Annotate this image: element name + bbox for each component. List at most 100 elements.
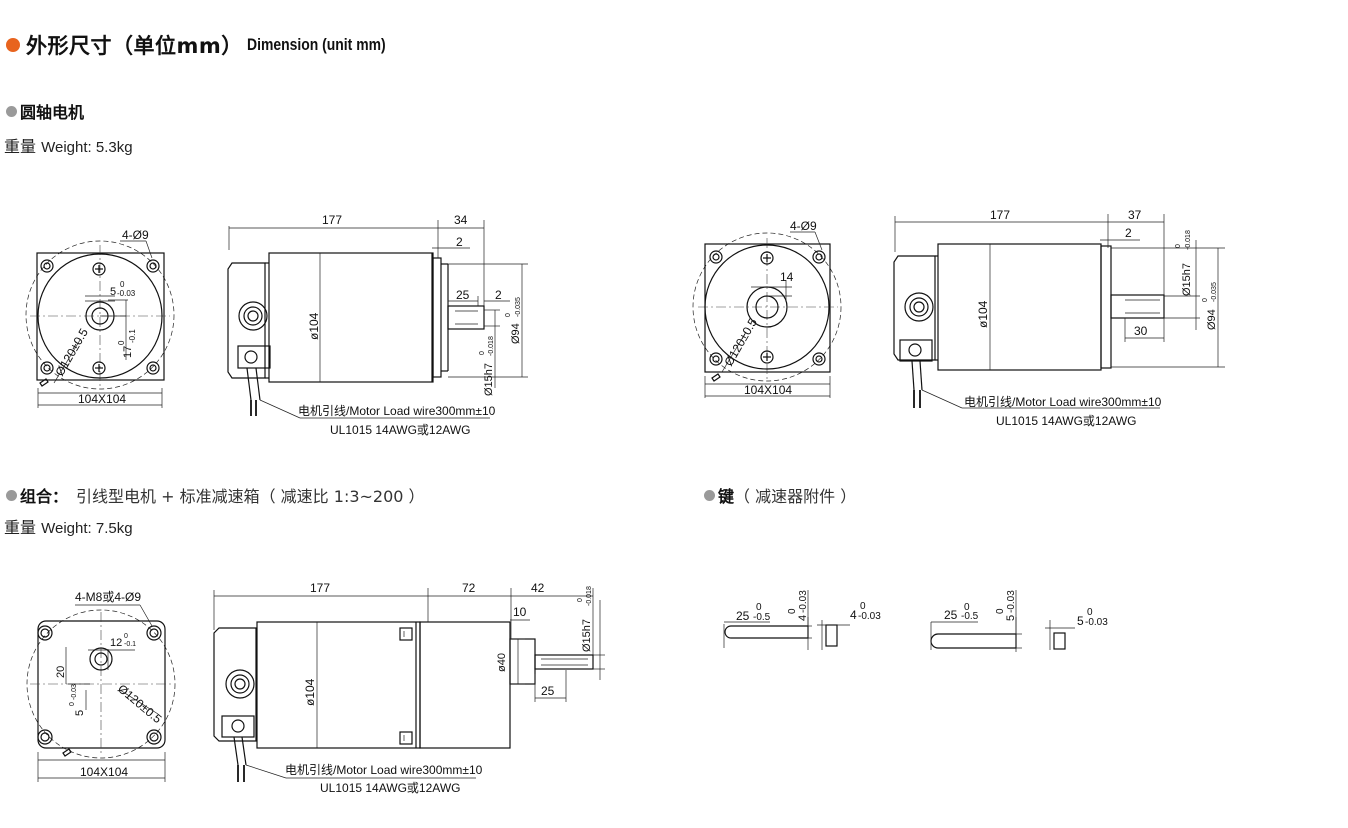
d1-keyh-tol-bot: -0.1 xyxy=(128,329,137,343)
d1-pilot-tol-bot: -0.035 xyxy=(515,297,522,317)
page-title-en: Dimension (unit mm) xyxy=(246,35,386,54)
d3-key-w-tol-bot: -0.03 xyxy=(71,684,78,700)
d3-len-shaft: 42 xyxy=(531,581,545,595)
d1-pilot-tol-top: 0 xyxy=(505,313,512,317)
d3-front-view xyxy=(26,604,176,782)
key2-t-tol-bot: -0.03 xyxy=(1085,617,1108,628)
d3-key-w: 5 xyxy=(74,710,86,716)
key1-w: 4 xyxy=(797,615,809,621)
d2-pilot-tol-bot: -0.035 xyxy=(1211,282,1218,302)
key2-w-tol-top: 0 xyxy=(995,608,1006,614)
d3-len-body: 177 xyxy=(310,581,330,595)
d2-frame-label: 104X104 xyxy=(744,383,792,397)
d2-key-len: 30 xyxy=(1134,324,1148,338)
d2-circle-label: Ø120±0.5 xyxy=(721,316,760,369)
key2-len: 25 xyxy=(944,608,958,622)
d1-keyh-tol-top: 0 xyxy=(117,340,126,345)
key2-len-tol-top: 0 xyxy=(964,602,970,613)
key2-len-tol-bot: -0.5 xyxy=(961,611,979,622)
bullet-icon xyxy=(704,489,715,501)
d3-frame-label: 104X104 xyxy=(80,765,128,779)
d1-gap: 2 xyxy=(456,235,463,249)
d1-shaft-tol-bot: -0.018 xyxy=(488,336,495,356)
d1-keyw-tol-top: 0 xyxy=(120,280,125,289)
d3-wire-line2: UL1015 14AWG或12AWG xyxy=(320,781,461,795)
key1-len: 25 xyxy=(736,609,750,623)
d2-front-view xyxy=(692,231,842,398)
key1-t-tol-top: 0 xyxy=(860,601,866,612)
d3-shaft: Ø15h7 xyxy=(581,619,593,652)
d2-pilot-tol-top: 0 xyxy=(1202,298,1209,302)
d3-offset: 20 xyxy=(55,666,67,678)
d2-shaft-tol-bot: -0.018 xyxy=(1185,230,1192,250)
d2-gap: 2 xyxy=(1125,226,1132,240)
d2-key-dim: 14 xyxy=(780,270,794,284)
page-title-cn: 外形尺寸（单位mm） xyxy=(26,34,243,58)
d1-pilot: Ø94 xyxy=(510,323,522,344)
d1-key-gap: 2 xyxy=(495,288,502,302)
d3-key-len: 25 xyxy=(541,684,555,698)
d3-flange: 10 xyxy=(513,605,527,619)
bullet-icon xyxy=(6,489,17,501)
weight-value: Weight: 7.5kg xyxy=(41,520,133,537)
d1-holes-label: 4-Ø9 xyxy=(122,228,149,242)
key1-w-tol-bot: -0.03 xyxy=(798,590,809,613)
d3-key-w-tol-top: 0 xyxy=(69,702,76,706)
d3-key-dim: 12 xyxy=(110,637,122,649)
d3-shaft-tol-top: 0 xyxy=(577,598,584,602)
key-5mm-drawing xyxy=(930,590,1075,652)
section-combo: 组合： 引线型电机 + 标准减速箱（ 减速比 1:3~200 ） xyxy=(6,483,425,507)
key1-t: 4 xyxy=(850,608,857,622)
d3-boss: ø40 xyxy=(496,653,508,672)
key2-t: 5 xyxy=(1077,614,1084,628)
d1-keyw-tol-bot: -0.03 xyxy=(117,289,136,298)
d2-side-view xyxy=(893,214,1225,409)
weight-round-shaft: 重量 Weight: 5.3kg xyxy=(4,133,133,157)
d1-keyh-label: 17 xyxy=(122,346,134,358)
weight-combo: 重量 Weight: 7.5kg xyxy=(4,514,133,538)
d2-wire-line2: UL1015 14AWG或12AWG xyxy=(996,414,1137,428)
d2-wire-line1: 电机引线/Motor Load wire300mm±10 xyxy=(964,395,1162,409)
page-header: 外形尺寸（单位mm） Dimension (unit mm) xyxy=(6,30,416,60)
d3-body-dia: ø104 xyxy=(303,678,317,706)
d3-wire-line1: 电机引线/Motor Load wire300mm±10 xyxy=(285,763,483,777)
weight-value: Weight: 5.3kg xyxy=(41,139,133,156)
d1-keyw-label: 5 xyxy=(110,286,116,298)
weight-label-cn: 重量 xyxy=(4,137,37,156)
bullet-icon xyxy=(6,105,17,117)
d1-frame-label: 104X104 xyxy=(78,392,126,406)
bullet-dot-icon xyxy=(6,38,20,52)
d3-side-view xyxy=(213,588,605,782)
key-4mm-drawing xyxy=(723,590,850,650)
key1-w-tol-top: 0 xyxy=(787,608,798,614)
d2-body-dia: ø104 xyxy=(976,300,990,328)
d3-key-tol-top: 0 xyxy=(124,633,128,640)
d1-key-len: 25 xyxy=(456,288,470,302)
section-round-shaft: 圆轴电机 xyxy=(6,99,84,123)
d1-shaft: Ø15h7 xyxy=(483,363,495,396)
section-title: 键 xyxy=(718,487,735,506)
d1-front-view xyxy=(25,240,175,408)
d3-holes-label: 4-M8或4-Ø9 xyxy=(75,590,141,604)
d2-shaft: Ø15h7 xyxy=(1181,263,1193,296)
d1-side-view xyxy=(227,220,528,419)
weight-label-cn: 重量 xyxy=(4,518,37,537)
key1-len-tol-top: 0 xyxy=(756,602,762,613)
key2-w: 5 xyxy=(1005,615,1017,621)
d1-wire-line1: 电机引线/Motor Load wire300mm±10 xyxy=(298,404,496,418)
d3-circle-label: Ø120±0.5 xyxy=(115,682,165,727)
d2-pilot: Ø94 xyxy=(1206,309,1218,330)
section-title: 组合： xyxy=(20,487,69,506)
d1-len-shaft: 34 xyxy=(454,213,468,227)
key1-len-tol-bot: -0.5 xyxy=(753,612,771,623)
key2-w-tol-bot: -0.03 xyxy=(1006,590,1017,613)
key2-t-tol-top: 0 xyxy=(1087,607,1093,618)
d1-wire-line2: UL1015 14AWG或12AWG xyxy=(330,423,471,437)
d2-len-shaft: 37 xyxy=(1128,208,1142,222)
section-title: 圆轴电机 xyxy=(20,103,85,122)
section-subtitle: 引线型电机 + 标准减速箱（ 减速比 1:3~200 ） xyxy=(76,487,425,506)
d2-len-body: 177 xyxy=(990,208,1010,222)
key1-t-tol-bot: -0.03 xyxy=(858,611,881,622)
d1-len-body: 177 xyxy=(322,213,342,227)
d3-len-gear: 72 xyxy=(462,581,476,595)
